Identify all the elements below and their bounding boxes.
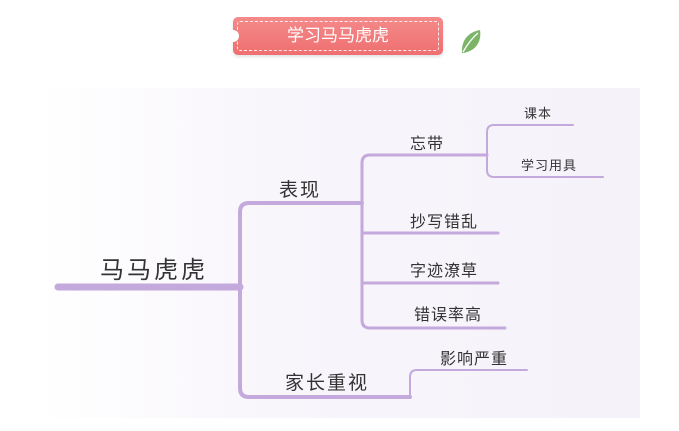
leaf-node-school-supplies: 学习用具 <box>521 159 578 174</box>
title-banner: 学习马马虎虎 <box>227 17 443 55</box>
banner-title: 学习马马虎虎 <box>287 26 389 46</box>
level2-sub-trunk <box>409 369 528 398</box>
sub-node-copy-errors: 抄写错乱 <box>410 212 479 231</box>
sub-node-serious-impact: 影响严重 <box>440 349 509 368</box>
level2-trunk <box>360 153 507 330</box>
mindmap-background <box>40 88 640 418</box>
level3-trunk <box>486 124 604 178</box>
leaf-icon <box>461 30 481 53</box>
level1-trunk <box>238 201 412 399</box>
sub-node-forgetting: 忘带 <box>410 134 445 153</box>
branch-node-parent-attention: 家长重视 <box>285 372 370 394</box>
branch-node-behaviors: 表现 <box>279 179 322 201</box>
sub-node-high-error-rate: 错误率高 <box>414 305 483 324</box>
leaf-node-textbook: 课本 <box>524 107 553 122</box>
mindmap-root-node: 马马虎虎 <box>100 256 208 284</box>
sub-node-messy-handwriting: 字迹潦草 <box>410 261 479 280</box>
